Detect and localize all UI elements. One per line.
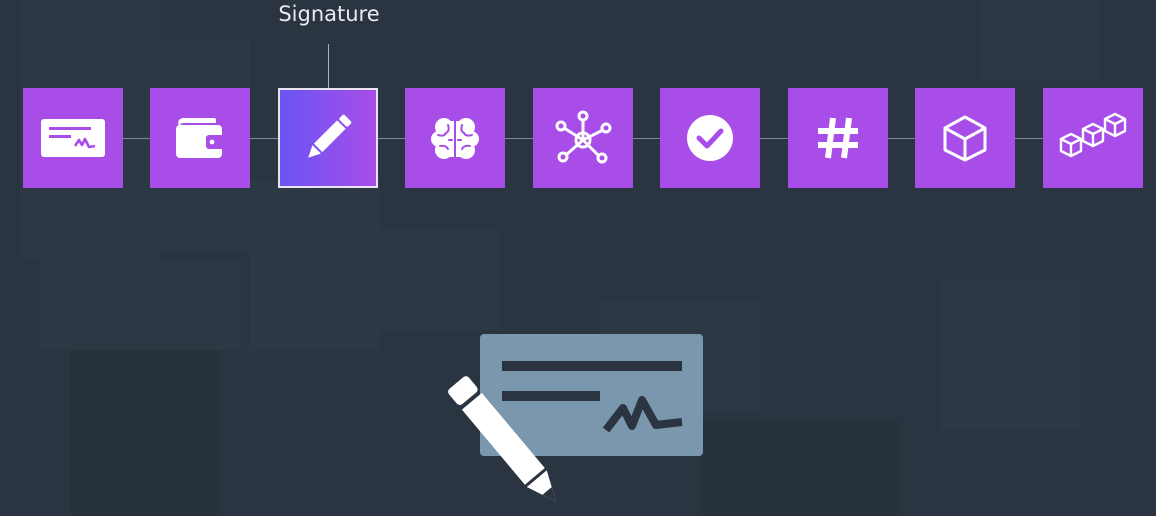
label-connector-line [328,44,329,88]
hash-icon [818,117,858,159]
network-nodes-icon [555,110,612,164]
brain-icon [431,118,479,160]
check-circle-icon [687,115,733,161]
signing-cheque-illustration [448,334,703,502]
active-step-label: Signature [278,2,380,26]
pencil-icon [308,114,352,158]
step-network[interactable] [533,88,633,188]
step-verification[interactable] [660,88,760,188]
blockchain-icon [1059,112,1127,158]
step-block[interactable] [915,88,1015,188]
step-wallet[interactable] [150,88,250,188]
step-hash[interactable] [788,88,888,188]
cube-icon [943,115,987,162]
cheque-icon [480,334,703,456]
transaction-cheque-icon [41,119,105,157]
step-brain[interactable] [405,88,505,188]
pen-icon [448,376,557,502]
step-signature[interactable] [278,88,378,188]
step-blockchain[interactable] [1043,88,1143,188]
step-transaction[interactable] [23,88,123,188]
wallet-icon [176,118,224,158]
